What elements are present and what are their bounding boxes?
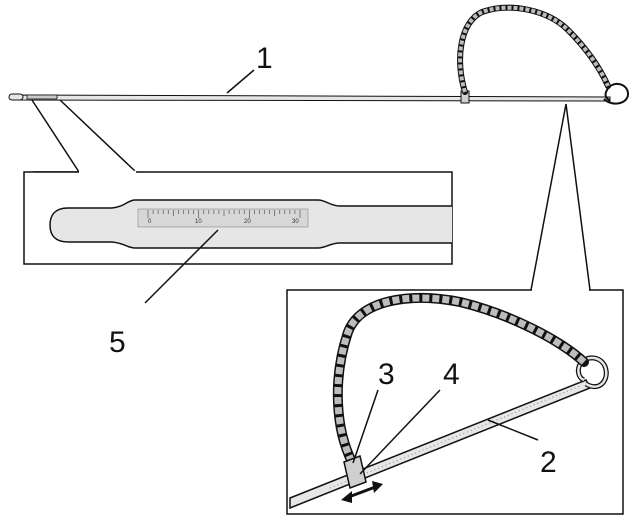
ring-highlight <box>577 356 608 388</box>
scale-label-10: 10 <box>195 219 202 225</box>
full-dipstick <box>8 4 630 105</box>
callout-3-leader <box>352 389 379 464</box>
graduated-scale-band <box>137 208 309 228</box>
callout-5-label: 5 <box>109 326 126 359</box>
callout-1-leader <box>226 69 255 94</box>
adjust-arrow-head-right <box>372 481 383 493</box>
dipstick-ring-handle <box>603 82 630 105</box>
dipstick-rod <box>13 94 611 102</box>
dipstick-tip-scale <box>26 94 58 100</box>
callout-4-label: 4 <box>443 358 460 391</box>
scale-label-30: 30 <box>292 219 299 225</box>
magnified-chain-links <box>334 294 587 464</box>
callout-2-label: 2 <box>540 446 557 479</box>
callout-4-leader <box>359 389 441 475</box>
callout-3-label: 3 <box>378 358 395 391</box>
scale-label-0: 0 <box>148 219 152 225</box>
callout-1-label: 1 <box>256 42 273 75</box>
magnified-clip-assembly <box>289 292 609 510</box>
scale-ticks <box>147 210 301 218</box>
detail-tip-pointer <box>31 99 137 173</box>
scale-label-20: 20 <box>244 219 251 225</box>
callout-5-leader <box>144 229 219 304</box>
chain-links <box>458 5 610 93</box>
adjust-arrow-head-left <box>341 491 352 503</box>
detail-clip-pointer <box>530 103 591 291</box>
dipstick-tip <box>8 93 24 101</box>
magnified-tip: 0 10 20 30 <box>49 199 452 249</box>
callout-2-leader <box>487 419 539 441</box>
